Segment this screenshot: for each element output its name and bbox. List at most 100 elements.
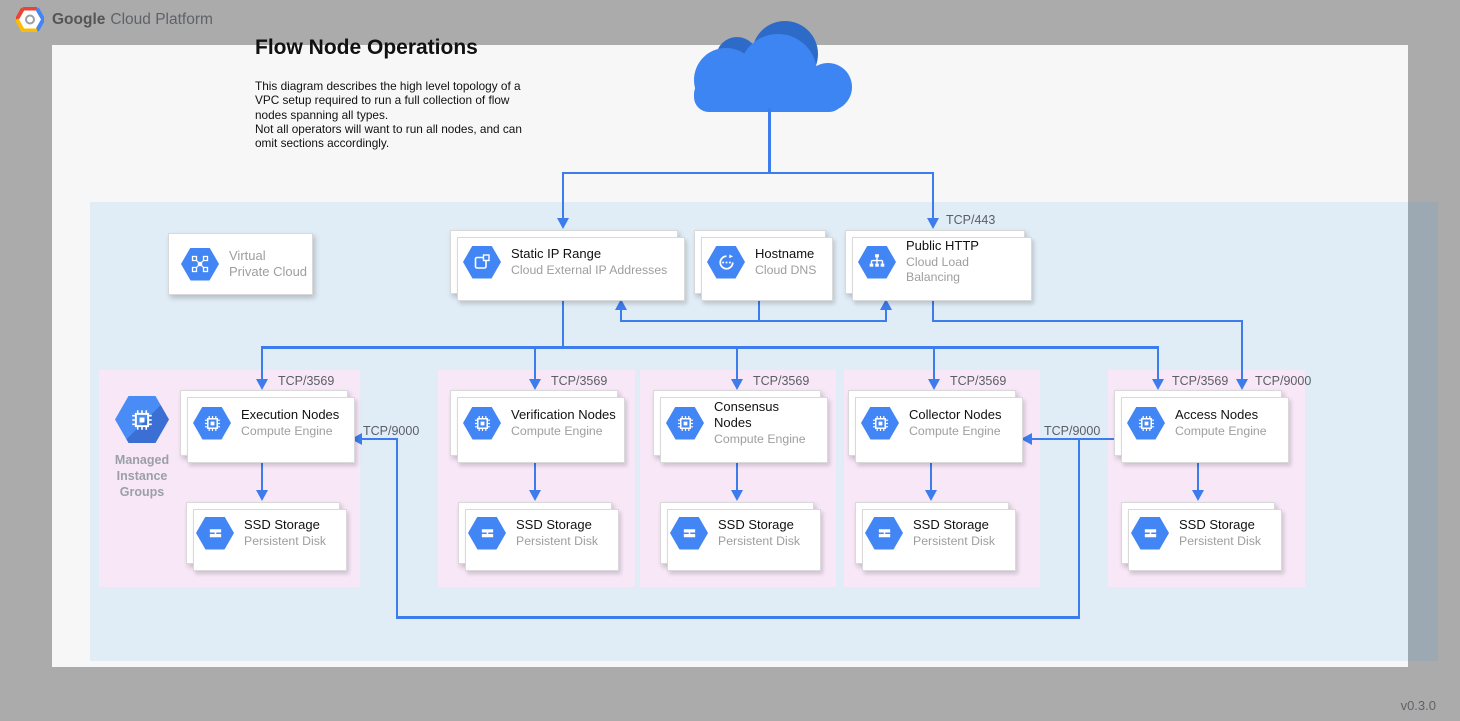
card-subtitle: Persistent Disk <box>516 534 598 550</box>
card-title: Access Nodes <box>1175 407 1267 424</box>
connector-node-bus <box>261 346 1159 349</box>
connector-cloud-stem <box>768 108 771 174</box>
connector-up-http <box>885 309 887 322</box>
connector-return-up <box>396 440 398 617</box>
card-title: Consensus Nodes <box>714 399 820 432</box>
port-label-tcp9000-collector: TCP/9000 <box>1044 424 1100 438</box>
load-balancer-icon <box>858 246 896 279</box>
persistent-disk-icon <box>196 517 234 550</box>
connector-dns-bus <box>620 320 887 322</box>
port-label-tcp9000-execution: TCP/9000 <box>363 424 419 438</box>
card-subtitle: Cloud Load Balancing <box>906 255 1024 286</box>
collector-nodes-card: Collector NodesCompute Engine <box>848 390 1016 456</box>
arrowhead-verification <box>529 379 541 390</box>
page-description: This diagram describes the high level to… <box>255 79 530 150</box>
compute-engine-icon <box>463 407 501 440</box>
connector-verification-ssd <box>534 462 536 490</box>
card-subtitle: Persistent Disk <box>1179 534 1261 550</box>
card-subtitle: Persistent Disk <box>244 534 326 550</box>
card-subtitle: Persistent Disk <box>913 534 995 550</box>
compute-engine-icon <box>861 407 899 440</box>
consensus-nodes-card: Consensus NodesCompute Engine <box>653 390 821 456</box>
port-label-tcp3569-consensus: TCP/3569 <box>753 374 809 388</box>
connector-up-static <box>620 309 622 322</box>
arrowhead-execution <box>256 379 268 390</box>
brand-cloud-platform: Cloud Platform <box>110 11 213 28</box>
connector-drop-access <box>1157 348 1159 379</box>
execution-nodes-card: Execution NodesCompute Engine <box>180 390 348 456</box>
port-label-tcp3569-execution: TCP/3569 <box>278 374 334 388</box>
arrowhead-execution-ssd <box>256 490 268 501</box>
connector-bottom-rail <box>396 616 1080 619</box>
arrowhead-into-static-ip <box>557 218 569 229</box>
persistent-disk-icon <box>670 517 708 550</box>
connector-drop-collector <box>933 348 935 379</box>
card-title: SSD Storage <box>244 517 326 534</box>
arrowhead-consensus-ssd <box>731 490 743 501</box>
connector-access-9000-drop <box>1241 322 1243 379</box>
collector-ssd-card: SSD StoragePersistent Disk <box>855 502 1009 564</box>
arrowhead-collector-ssd <box>925 490 937 501</box>
verification-ssd-card: SSD StoragePersistent Disk <box>458 502 612 564</box>
gcp-logo-icon <box>16 7 44 32</box>
card-title: Virtual Private Cloud <box>229 248 307 281</box>
connector-into-execution <box>362 438 398 440</box>
compute-engine-icon <box>666 407 704 440</box>
connector-to-public-http <box>932 174 934 220</box>
port-label-tcp443: TCP/443 <box>946 213 995 227</box>
brand-google: Google <box>52 11 105 28</box>
connector-collector-ssd <box>930 462 932 490</box>
card-title: Verification Nodes <box>511 407 616 424</box>
execution-ssd-card: SSD StoragePersistent Disk <box>186 502 340 564</box>
external-ip-icon <box>463 246 501 279</box>
static-ip-range-card: Static IP Range Cloud External IP Addres… <box>450 230 678 294</box>
port-label-tcp9000-access: TCP/9000 <box>1255 374 1311 388</box>
arrowhead-access-ssd <box>1192 490 1204 501</box>
internet-cloud-icon <box>682 16 862 112</box>
card-title: Public HTTP <box>906 238 1024 255</box>
connector-top-split <box>562 172 934 174</box>
arrowhead-collector <box>928 379 940 390</box>
card-title: Collector Nodes <box>909 407 1002 424</box>
port-label-tcp3569-verification: TCP/3569 <box>551 374 607 388</box>
hostname-card: Hostname Cloud DNS <box>694 230 826 294</box>
version-label: v0.3.0 <box>1360 698 1436 713</box>
compute-engine-icon <box>1127 407 1165 440</box>
page-title: Flow Node Operations <box>255 36 478 60</box>
card-title: SSD Storage <box>913 517 995 534</box>
vpc-icon <box>181 248 219 281</box>
card-subtitle: Compute Engine <box>511 424 616 440</box>
access-nodes-card: Access NodesCompute Engine <box>1114 390 1282 456</box>
card-subtitle: Compute Engine <box>909 424 1002 440</box>
verification-nodes-card: Verification NodesCompute Engine <box>450 390 618 456</box>
card-subtitle: Compute Engine <box>714 432 820 448</box>
card-title: SSD Storage <box>718 517 800 534</box>
persistent-disk-icon <box>1131 517 1169 550</box>
card-subtitle: Cloud DNS <box>755 263 817 279</box>
card-subtitle: Compute Engine <box>1175 424 1267 440</box>
consensus-ssd-card: SSD StoragePersistent Disk <box>660 502 814 564</box>
connector-access-left <box>1032 438 1116 440</box>
arrowhead-access-9000 <box>1236 379 1248 390</box>
connector-access-ssd <box>1197 462 1199 490</box>
connector-drop-consensus <box>736 348 738 379</box>
virtual-private-cloud-card: Virtual Private Cloud <box>168 233 313 295</box>
connector-to-static-ip <box>562 174 564 220</box>
card-subtitle: Compute Engine <box>241 424 339 440</box>
connector-execution-ssd <box>261 462 263 490</box>
brand-text: Google Cloud Platform <box>52 11 213 29</box>
port-label-tcp3569-access: TCP/3569 <box>1172 374 1228 388</box>
connector-consensus-ssd <box>736 462 738 490</box>
arrowhead-consensus <box>731 379 743 390</box>
arrowhead-access <box>1152 379 1164 390</box>
connector-drop-execution <box>261 348 263 379</box>
cloud-dns-icon <box>707 246 745 279</box>
managed-instance-groups-label: Managed Instance Groups <box>96 452 188 500</box>
card-title: SSD Storage <box>516 517 598 534</box>
card-title: Hostname <box>755 246 817 263</box>
port-label-tcp3569-collector: TCP/3569 <box>950 374 1006 388</box>
persistent-disk-icon <box>865 517 903 550</box>
public-http-card: Public HTTP Cloud Load Balancing <box>845 230 1025 294</box>
connector-return-down <box>1078 438 1080 618</box>
card-subtitle: Cloud External IP Addresses <box>511 263 667 279</box>
